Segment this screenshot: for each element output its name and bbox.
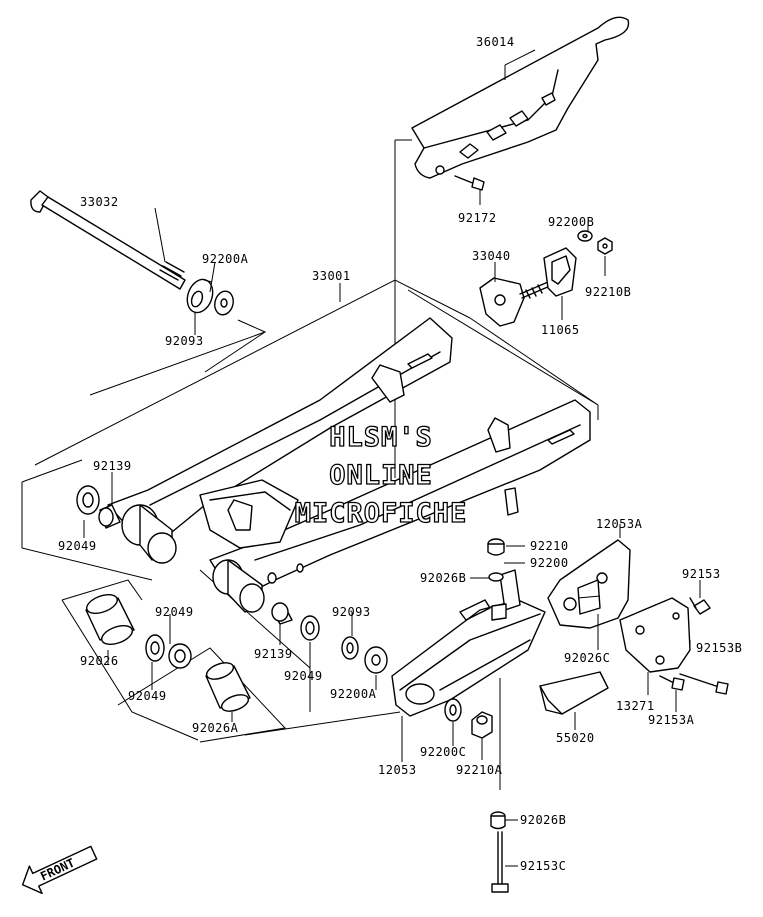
label-92200: 92200 — [530, 556, 569, 570]
sleeve-92026 — [85, 594, 135, 645]
swing-arm-33001 — [107, 317, 591, 613]
label-92026: 92026 — [80, 654, 119, 668]
bolt-92153C — [491, 831, 509, 893]
plate-13271 — [619, 597, 691, 673]
block-55020 — [539, 671, 609, 715]
label-92139-mid: 92139 — [254, 647, 293, 661]
label-92200A-mid: 92200A — [330, 687, 377, 701]
watermark: HLSM'S ONLINE MICROFICHE — [294, 421, 468, 529]
label-12053: 12053 — [378, 763, 417, 777]
label-36014: 36014 — [476, 35, 515, 49]
label-92049-left: 92049 — [58, 539, 97, 553]
chain-guide-12053 — [391, 569, 546, 717]
watermark-line2: ONLINE — [329, 460, 433, 491]
label-92153B: 92153B — [696, 641, 742, 655]
front-label: FRONT — [38, 856, 77, 884]
washer-92200C — [444, 698, 462, 722]
label-92093-top: 92093 — [165, 334, 204, 348]
nut-92210B — [597, 237, 613, 255]
label-92026B-mid: 92026B — [420, 571, 466, 585]
label-92172: 92172 — [458, 211, 497, 225]
label-92210B: 92210B — [585, 285, 631, 299]
label-12053A: 12053A — [596, 517, 643, 531]
label-92200C: 92200C — [420, 745, 466, 759]
nut-92210A — [471, 711, 493, 739]
part-labels: 36014 92172 33032 92200A 92093 33001 330… — [58, 35, 742, 873]
seal-92049-left — [76, 485, 100, 515]
sleeve-92026A — [205, 662, 251, 712]
label-33032: 33032 — [80, 195, 119, 209]
plate-11065 — [543, 247, 577, 297]
label-92049-mid: 92049 — [284, 669, 323, 683]
label-92026A: 92026A — [192, 721, 239, 735]
label-92153: 92153 — [682, 567, 721, 581]
label-33001: 33001 — [312, 269, 351, 283]
bolt-92153 — [689, 597, 711, 615]
arrow-left-icon — [21, 845, 98, 895]
collar-92026B-bottom — [490, 811, 506, 830]
bearing-92139-left — [98, 504, 121, 529]
washer-92200 — [488, 572, 504, 582]
seal-92049-b — [168, 643, 192, 669]
axle-33032 — [30, 190, 186, 290]
label-92139-left: 92139 — [93, 459, 132, 473]
label-92026C: 92026C — [564, 651, 610, 665]
collar-92093-mid — [341, 636, 359, 660]
front-arrow: FRONT — [21, 845, 98, 895]
label-92026B-bottom: 92026B — [520, 813, 566, 827]
washer-92200A-mid — [364, 646, 388, 674]
washer-92200A-top — [214, 290, 234, 316]
bracket-12053A — [547, 539, 631, 629]
label-92210A: 92210A — [456, 763, 503, 777]
label-92153C: 92153C — [520, 859, 566, 873]
bolt-92153A — [659, 675, 685, 691]
label-13271: 13271 — [616, 699, 655, 713]
label-92153A: 92153A — [648, 713, 695, 727]
bolt-92153B — [679, 673, 729, 695]
washer-92200B — [577, 230, 593, 242]
label-55020: 55020 — [556, 731, 595, 745]
label-92093-mid: 92093 — [332, 605, 371, 619]
label-92200B: 92200B — [548, 215, 594, 229]
collar-92093-top — [186, 278, 214, 314]
bolt-92172 — [454, 175, 485, 205]
label-33040: 33040 — [472, 249, 511, 263]
label-92200A-top: 92200A — [202, 252, 249, 266]
collar-92210 — [487, 538, 505, 556]
watermark-line1: HLSM'S — [329, 422, 433, 453]
label-92049-b: 92049 — [128, 689, 167, 703]
label-11065: 11065 — [541, 323, 580, 337]
seal-92049-mid — [300, 615, 320, 641]
label-92210: 92210 — [530, 539, 569, 553]
leader-lines — [83, 49, 701, 867]
label-92049-a: 92049 — [155, 605, 194, 619]
bearing-92139-mid — [271, 602, 293, 625]
chain-adjuster-33040 — [479, 277, 551, 327]
chain-guard-36014 — [394, 16, 630, 478]
watermark-line3: MICROFICHE — [295, 498, 468, 529]
seal-92049-a — [145, 634, 165, 662]
